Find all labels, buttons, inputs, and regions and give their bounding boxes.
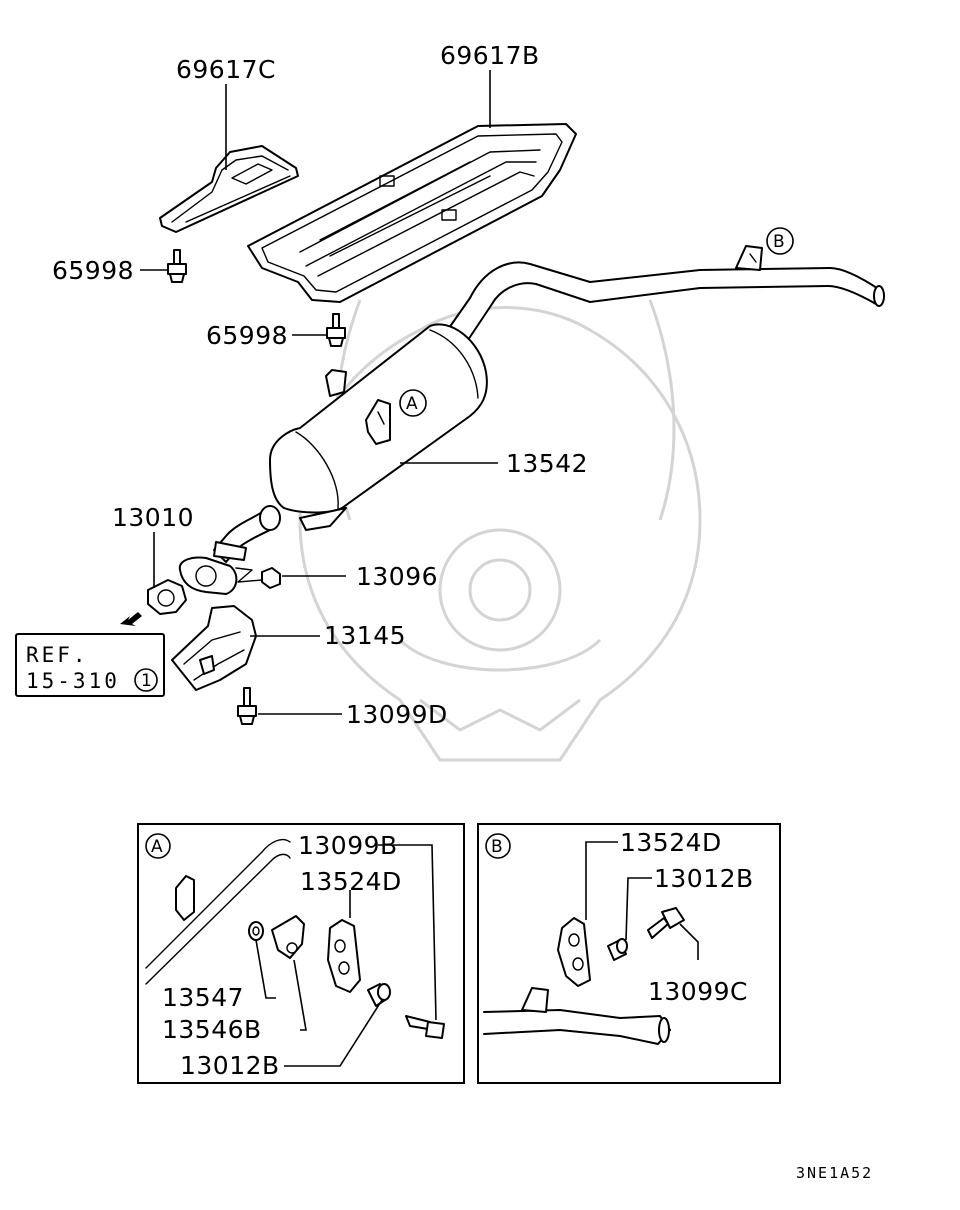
reference-box: REF. 15-310 1 xyxy=(15,633,165,697)
reference-arrow xyxy=(120,612,142,626)
heat-protector-13145 xyxy=(171,605,257,691)
detail-b-callout-13012b: 13012B xyxy=(654,864,754,893)
callout-13145: 13145 xyxy=(324,621,406,650)
callout-65998-upper: 65998 xyxy=(52,256,134,285)
detail-a-callout-13012b: 13012B xyxy=(180,1051,280,1080)
callout-13010: 13010 xyxy=(112,503,194,532)
marker-a-label: A xyxy=(406,394,418,414)
detail-a-marker: A xyxy=(151,837,163,857)
detail-b-marker: B xyxy=(491,837,503,857)
reference-line-2: 15-310 xyxy=(26,669,120,693)
callout-65998-lower: 65998 xyxy=(206,321,288,350)
bolt-65998-upper xyxy=(167,249,187,283)
muffler-13542 xyxy=(269,323,488,531)
watermark-emblem xyxy=(298,299,702,762)
callout-leaders xyxy=(140,70,498,715)
callout-13096: 13096 xyxy=(356,562,438,591)
marker-a-main: A xyxy=(399,389,427,417)
detail-b-callout-13524d: 13524D xyxy=(620,828,722,857)
callout-69617c: 69617C xyxy=(176,55,276,84)
callout-13099d: 13099D xyxy=(346,700,448,729)
reference-circle-number: 1 xyxy=(141,671,152,691)
detail-b-panel: B 13524D 13012B 13099C xyxy=(477,823,781,1084)
marker-b-label: B xyxy=(773,232,785,252)
detail-a-callout-13546b: 13546B xyxy=(162,1015,262,1044)
bolt-65998-lower xyxy=(326,313,346,347)
diagram-code: 3NE1A52 xyxy=(796,1164,873,1182)
detail-a-callout-13547: 13547 xyxy=(162,983,244,1012)
callout-13542: 13542 xyxy=(506,449,588,478)
callout-69617b: 69617B xyxy=(440,41,540,70)
detail-a-callout-13099b: 13099B xyxy=(298,831,398,860)
bolt-13099d xyxy=(237,687,257,725)
tail-pipe xyxy=(441,245,885,347)
front-pipe-13010 xyxy=(178,505,281,595)
marker-b-main: B xyxy=(766,227,794,255)
heat-shield-69617c xyxy=(159,145,299,233)
reference-line-1: REF. xyxy=(26,643,89,667)
detail-b-callout-13099c: 13099C xyxy=(648,977,748,1006)
detail-a-callout-13524d: 13524D xyxy=(300,867,402,896)
gasket-13010 xyxy=(147,579,187,615)
heat-shield-69617b xyxy=(247,123,577,303)
nut-13096 xyxy=(261,567,281,589)
detail-a-panel: A 13099B 13524D 13547 13546B 13012B xyxy=(137,823,465,1084)
